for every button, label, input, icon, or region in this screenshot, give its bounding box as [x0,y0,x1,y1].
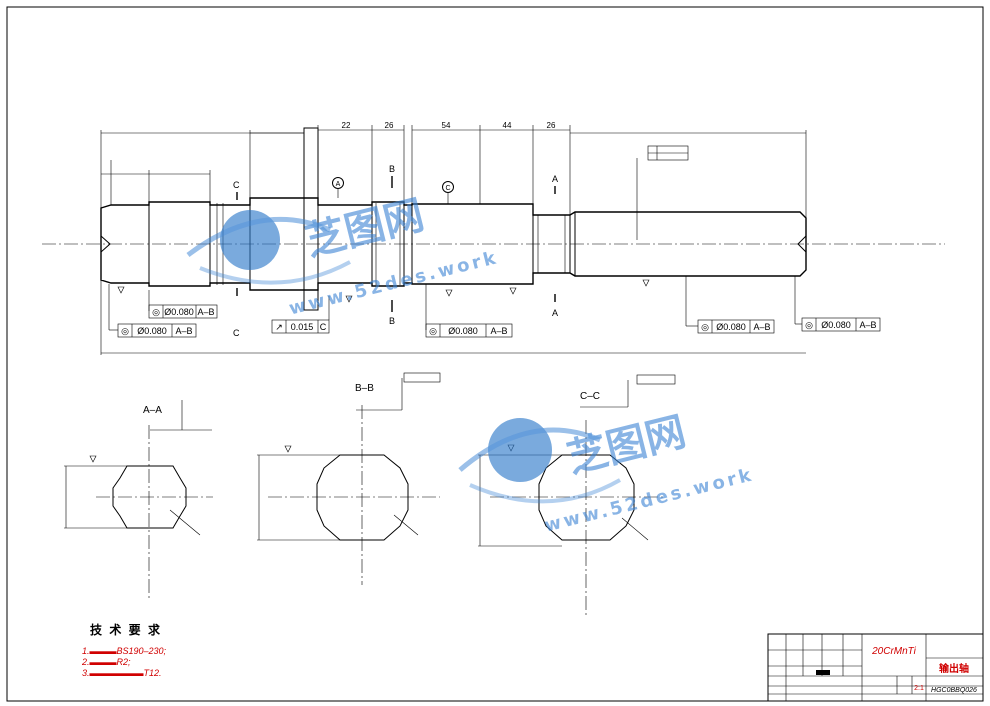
tech-req-item-3-tail: T12. [144,668,162,678]
tb-drawing-no: HGC0BBQ026 [931,687,977,694]
svg-text:1.▬▬▬BS190–230;: 1.▬▬▬BS190–230; [82,646,167,656]
technical-requirements: 技 术 要 求 1.▬▬▬BS190–230; 2.▬▬▬R2; 3.▬▬▬▬▬… [81,622,167,678]
fcf1-value: Ø0.080 [164,307,194,317]
fcf3-value: 0.015 [291,322,314,332]
fcf4-symbol: ◎ [429,326,437,336]
fcf4-value: Ø0.080 [448,326,478,336]
extension-lines [100,125,807,355]
fcf2-datum: A–B [175,326,192,336]
tb-material: 20CrMnTi [871,646,917,657]
tech-req-item-1-tail: BS190–230; [117,646,167,656]
tb-scale: 2:1 [914,685,924,692]
fcf6-value: Ø0.080 [821,320,851,330]
tech-req-item-2-num: 2. [81,657,90,667]
datum-c: C [445,185,450,192]
fcf4-datum: A–B [490,326,507,336]
fcf1-symbol: ◎ [152,307,160,317]
fcf5-datum: A–B [753,322,770,332]
section-mark-a-top: A [552,174,558,184]
tech-req-item-3-num: 3. [82,668,90,678]
fcf3-symbol: ↗ [275,322,283,332]
dim-26-right: 26 [547,121,556,130]
tech-req-title: 技 术 要 求 [90,622,162,637]
watermark-brand-2: 芝图网 [563,409,691,483]
section-mark-a-bottom: A [552,308,558,318]
tech-req-item-1-num: 1. [82,646,90,656]
svg-text:3.▬▬▬▬▬▬T12.: 3.▬▬▬▬▬▬T12. [82,668,162,678]
watermark-section: 芝图网 www.52des.work [458,409,756,537]
drawing-border [6,6,984,702]
watermark-main: 芝图网 www.52des.work [186,192,501,319]
section-mark-b-top: B [389,164,395,174]
section-c-c: C–C [478,374,676,615]
fcf3-datum: C [320,322,327,332]
section-mark-c-top: C [233,180,240,190]
section-a-a: A–A [64,400,213,600]
tech-req-item-2-tail: R2; [117,657,132,667]
fcf2-symbol: ◎ [121,326,129,336]
dimension-lines [101,129,806,354]
tb-part-name: 输出轴 [939,662,969,675]
dim-44: 44 [503,121,512,130]
dim-54: 54 [442,121,451,130]
watermark-brand-1: 芝图网 [301,192,429,266]
fcf6-symbol: ◎ [805,320,813,330]
fcf6-datum: A–B [859,320,876,330]
fcf2-value: Ø0.080 [137,326,167,336]
section-b-b: B–B [257,372,441,585]
section-label-b-b: B–B [355,383,374,394]
shaft-outline [100,127,807,311]
svg-text:2.▬▬▬R2;: 2.▬▬▬R2; [81,657,131,667]
section-label-a-a: A–A [143,405,162,416]
fcf1-datum: A–B [197,307,214,317]
datum-a: A [336,181,341,188]
section-label-c-c: C–C [580,391,600,402]
title-block: 20CrMnTi 输出轴 2:1 HGC0BBQ026 [767,633,984,702]
section-mark-b-bottom: B [389,316,395,326]
main-view: 22 26 54 44 26 C C B B A A A C [42,121,945,355]
fcf5-symbol: ◎ [701,322,709,332]
fcf5-value: Ø0.080 [716,322,746,332]
section-mark-c-bottom: C [233,328,240,338]
dim-22: 22 [342,121,351,130]
dim-26-left: 26 [385,121,394,130]
